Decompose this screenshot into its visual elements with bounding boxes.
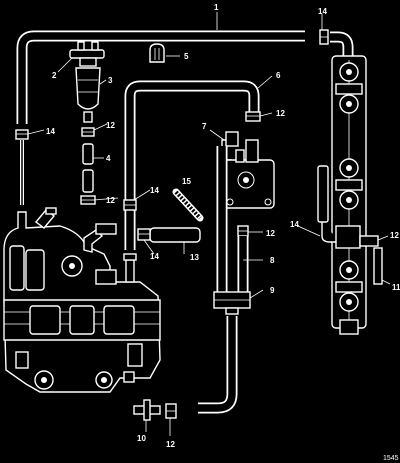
callout-6: 6 [276,71,281,80]
clamp-12-filter [81,127,95,137]
callout-1: 1 [214,3,219,12]
injector [339,292,359,312]
callout-3: 3 [108,76,113,85]
callout-14-left: 14 [46,127,55,136]
callout-15: 15 [182,177,191,186]
clamp-14-left [15,129,29,140]
clamp-12-bottom [165,403,177,419]
filter-body [75,67,101,110]
hose-1 [16,30,305,124]
callout-14-hose13: 14 [150,252,159,261]
callout-12-filter: 12 [106,121,115,130]
injector [339,94,359,114]
clamp-14-mid [123,199,137,211]
clamp-14-top [319,29,329,45]
injector [339,62,359,82]
callout-14-rail: 14 [290,220,299,229]
filter-bracket [69,49,105,59]
callout-14-mid: 14 [150,186,159,195]
injector [339,260,359,280]
fuel-rail-assembly [317,55,383,335]
injector [339,190,359,210]
fuel-filter-assembly [69,41,105,123]
callout-12-rail: 12 [390,231,399,240]
callout-12-hose6: 12 [276,109,285,118]
hose-6 [124,80,261,250]
clip-5 [149,43,165,63]
callout-13: 13 [190,253,199,262]
vapor-pump-7 [221,131,275,209]
leader-lines [27,12,391,436]
injector [339,158,359,178]
callout-2: 2 [52,71,57,80]
callout-9: 9 [270,286,275,295]
hose-rail-feed [330,31,354,60]
callout-4: 4 [106,154,111,163]
callout-14-top: 14 [318,7,327,16]
callout-12-pump: 12 [266,229,275,238]
reference-code: 1545 [383,455,399,462]
fuel-supply-module [3,211,161,393]
connector-10 [133,399,161,421]
callout-12-bottom: 12 [166,440,175,449]
callout-10: 10 [137,434,146,443]
clamp-12-hose6 [245,111,261,122]
callout-5: 5 [184,52,189,61]
callout-7: 7 [202,122,207,131]
spring-15 [172,188,204,222]
callout-8: 8 [270,256,275,265]
hose-4 [80,143,96,205]
clamp-12-pump [237,225,249,237]
hose-bottom [198,316,238,414]
module-fittings [34,207,137,283]
hose-left-vertical [15,129,29,205]
callout-11: 11 [392,283,400,292]
callout-12-hose4: 12 [106,196,115,205]
hose-13 [137,227,201,243]
clamp-14-hose13 [137,228,151,241]
hose-8 [213,146,251,315]
